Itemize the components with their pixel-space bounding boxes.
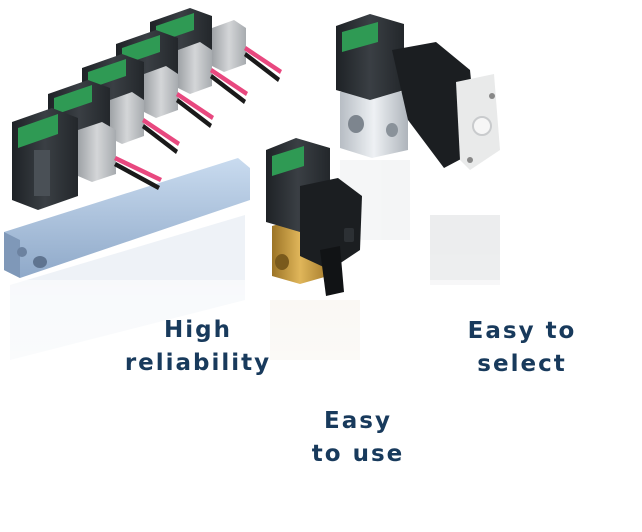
brass-valve-din-connector [266, 138, 362, 296]
manifold-valve-bank [4, 8, 282, 278]
caption-high-reliability-line2: reliability [124, 350, 272, 376]
reflection-fade [0, 280, 642, 532]
caption-easy-to-use: Easy to use [300, 405, 416, 471]
caption-easy-to-select-line2: select [477, 351, 567, 377]
caption-easy-to-select: Easy to select [458, 315, 586, 381]
caption-high-reliability: High reliability [118, 314, 278, 380]
caption-easy-to-use-line2: to use [311, 441, 405, 467]
caption-high-reliability-line1: High [164, 317, 232, 343]
caption-easy-to-use-line1: Easy [324, 408, 392, 434]
caption-easy-to-select-line1: Easy to [467, 318, 577, 344]
stainless-valve-angle-connector [336, 14, 500, 170]
